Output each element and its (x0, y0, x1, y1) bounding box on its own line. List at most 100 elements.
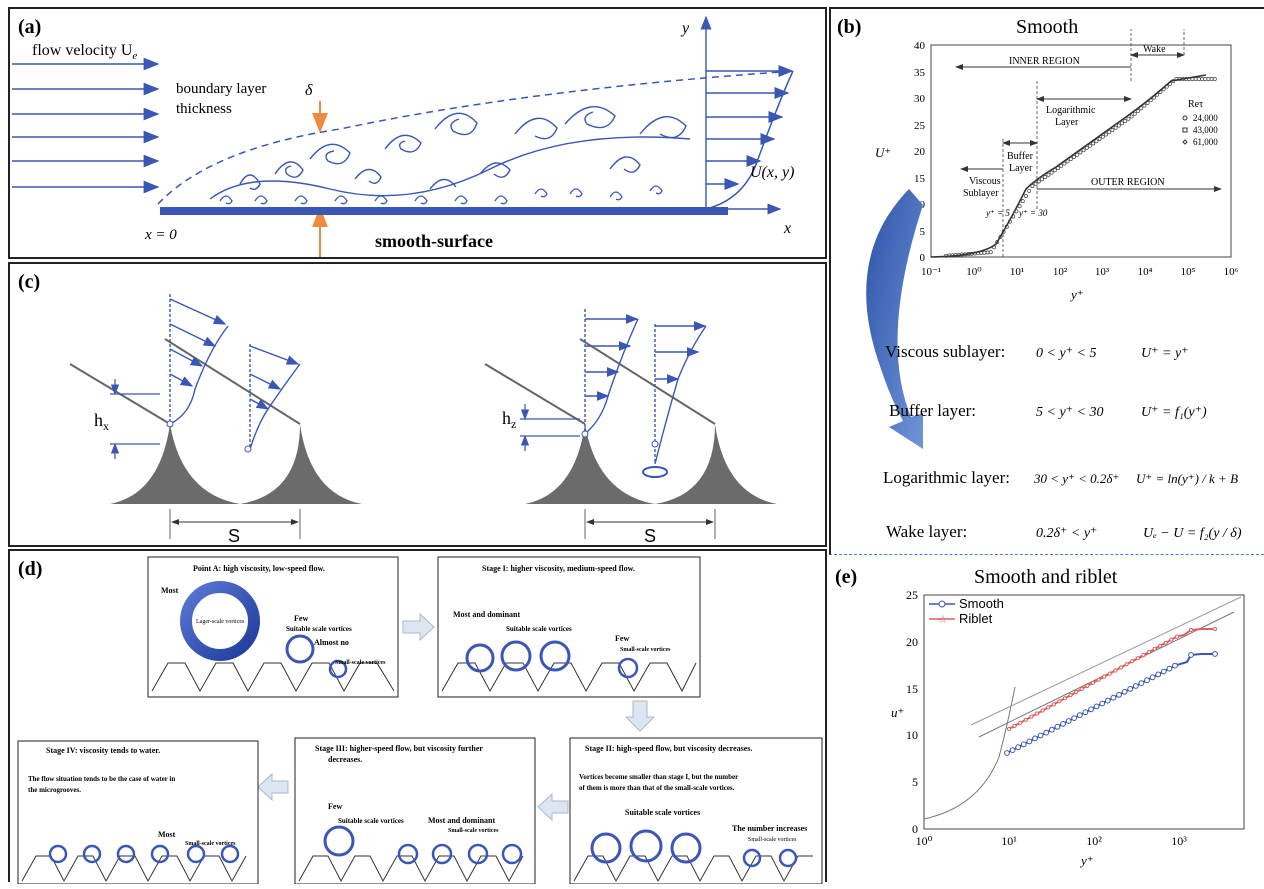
flow-arrow-3 (537, 792, 569, 822)
e-smooth-marker (1121, 688, 1128, 695)
panel-d-label: (d) (18, 558, 42, 580)
panel-e-yticks: 0 5 10 15 20 25 (906, 588, 918, 836)
e-riblet-marker (1034, 711, 1040, 716)
panel-b-marker (1084, 145, 1089, 150)
viscous-label-2: Sublayer (963, 188, 999, 199)
legend-title: Reτ (1188, 99, 1203, 110)
svg-text:Small-scale vortices: Small-scale vortices (335, 660, 386, 666)
panel-b-plot-frame (930, 44, 1232, 258)
panel-b-marker (1200, 77, 1204, 81)
e-smooth-marker (1032, 735, 1038, 742)
svg-text:Few: Few (615, 634, 629, 643)
svg-text:10¹: 10¹ (1010, 266, 1024, 278)
legend-marker-circle (1182, 115, 1188, 121)
panel-b-marker (1088, 143, 1092, 148)
panel-b-yticks: 0 5 10 15 20 25 30 35 40 (914, 40, 926, 264)
svg-text:Small-scale vortices: Small-scale vortices (448, 828, 499, 834)
smooth-wall (160, 207, 728, 215)
e-smooth-marker (1110, 694, 1117, 701)
panel-e-x-label: y⁺ (1079, 853, 1094, 868)
s-label-right: S (644, 526, 656, 545)
panel-b-marker (1097, 137, 1102, 141)
panel-b-marker (1193, 77, 1198, 81)
svg-text:30 < y⁺ < 0.2δ⁺: 30 < y⁺ < 0.2δ⁺ (1033, 471, 1119, 486)
log-layer-label-2: Layer (1055, 117, 1079, 128)
stage-box-point-a: Point A: high viscosity, low-speed flow.… (147, 556, 399, 698)
profile-left-2 (249, 344, 301, 450)
flow-arrow-4 (257, 772, 289, 802)
yplus30-label: y⁺ = 30 (1018, 208, 1048, 218)
panel-a-figure: (a) flow velocity Ue boundary layer thic… (12, 15, 796, 257)
svg-text:35: 35 (914, 67, 926, 79)
e-smooth-marker (1043, 729, 1050, 736)
bl-thickness-label-1: boundary layer (176, 81, 266, 97)
e-riblet-marker (1146, 649, 1152, 655)
panel-b-marker (1078, 150, 1083, 155)
panel-b-marker (1206, 77, 1211, 81)
profile-right-1 (584, 309, 639, 435)
svg-text:0 < y⁺ < 5: 0 < y⁺ < 5 (1036, 346, 1097, 361)
panel-b-title: Smooth (1016, 16, 1078, 38)
svg-text:15: 15 (914, 173, 926, 185)
panel-b-marker (1116, 123, 1121, 128)
outer-region-label: OUTER REGION (1091, 177, 1165, 188)
panel-b-marker (1065, 159, 1070, 164)
e-smooth-marker (1212, 651, 1218, 657)
e-riblet-marker (1118, 665, 1124, 670)
e-smooth-marker (1127, 686, 1134, 692)
panel-b-marker (982, 250, 987, 255)
e-riblet-marker (1029, 714, 1034, 719)
hx-dimension (110, 379, 160, 459)
svg-text:10⁰: 10⁰ (966, 266, 982, 278)
origin-label: x = 0 (144, 227, 177, 243)
e-smooth-marker (1172, 662, 1178, 669)
svg-text:20: 20 (914, 146, 926, 158)
near-wall-vortices (219, 185, 663, 205)
e-smooth-marker (1149, 674, 1156, 681)
svg-text:Point A: high viscosity, low-s: Point A: high viscosity, low-speed flow. (193, 564, 325, 573)
panel-b-xticks: 10⁻¹ 10⁰ 10¹ 10² 10³ 10⁴ 10⁵ 10⁶ (921, 266, 1239, 278)
panel-b-marker (1049, 170, 1054, 175)
svg-text:10⁻¹: 10⁻¹ (921, 266, 941, 278)
svg-text:Viscous sublayer:: Viscous sublayer: (885, 342, 1005, 361)
svg-text:Lager-scale vortices: Lager-scale vortices (196, 619, 245, 625)
panel-a-x-label: x (783, 220, 791, 237)
e-smooth-marker (1071, 715, 1078, 722)
panel-c-figure: (c) hx S (18, 271, 777, 546)
svg-text:Stage I: higher viscosity, med: Stage I: higher viscosity, medium-speed … (482, 564, 635, 573)
wall-line-left-2 (164, 338, 301, 425)
legend-riblet-marker: ☆ (938, 614, 948, 626)
e-smooth-marker (1138, 680, 1145, 686)
e-smooth-marker (1160, 668, 1167, 675)
svg-text:Vortices become smaller than s: Vortices become smaller than stage I, bu… (579, 773, 738, 781)
svg-text:the microgrooves.: the microgrooves. (28, 786, 81, 794)
e-riblet-marker (1090, 680, 1096, 685)
panel-a-y-label: y (680, 20, 690, 37)
svg-text:Logarithmic layer:: Logarithmic layer: (883, 468, 1010, 487)
buffer-label-2: Layer (1009, 163, 1033, 174)
e-riblet-marker (1079, 686, 1084, 692)
e-smooth-marker (1054, 723, 1061, 730)
panel-e-figure: (e) Smooth and riblet 0 5 10 15 20 25 10… (835, 566, 1245, 868)
svg-text:20: 20 (906, 635, 918, 649)
svg-text:Wake layer:: Wake layer: (886, 522, 967, 541)
svg-text:Suitable scale vortices: Suitable scale vortices (286, 625, 352, 633)
turbulent-vortices (209, 106, 691, 200)
svg-text:Most: Most (161, 586, 179, 595)
panel-a: (a) flow velocity Ue boundary layer thic… (8, 7, 827, 259)
e-riblet-marker (1188, 627, 1194, 633)
panel-b-figure: (b) Smooth 0 5 10 15 20 25 30 35 40 10⁻¹… (837, 16, 1242, 541)
e-riblet-marker (1124, 662, 1129, 667)
riblet-reference-line (970, 596, 1242, 726)
panel-b-marker (1075, 152, 1080, 157)
svg-text:Few: Few (294, 614, 308, 623)
svg-text:U⁺ = f₁(y⁺): U⁺ = f₁(y⁺) (1141, 405, 1207, 420)
panel-b-marker (1033, 181, 1038, 186)
svg-text:5 < y⁺ < 30: 5 < y⁺ < 30 (1036, 405, 1104, 420)
e-smooth-marker (1104, 697, 1111, 704)
e-riblet-marker (1152, 646, 1157, 652)
probe-point (244, 445, 252, 453)
e-riblet-line (1008, 628, 1215, 730)
panel-c: (c) hx S (8, 262, 827, 547)
panel-b-marker (1030, 184, 1035, 188)
